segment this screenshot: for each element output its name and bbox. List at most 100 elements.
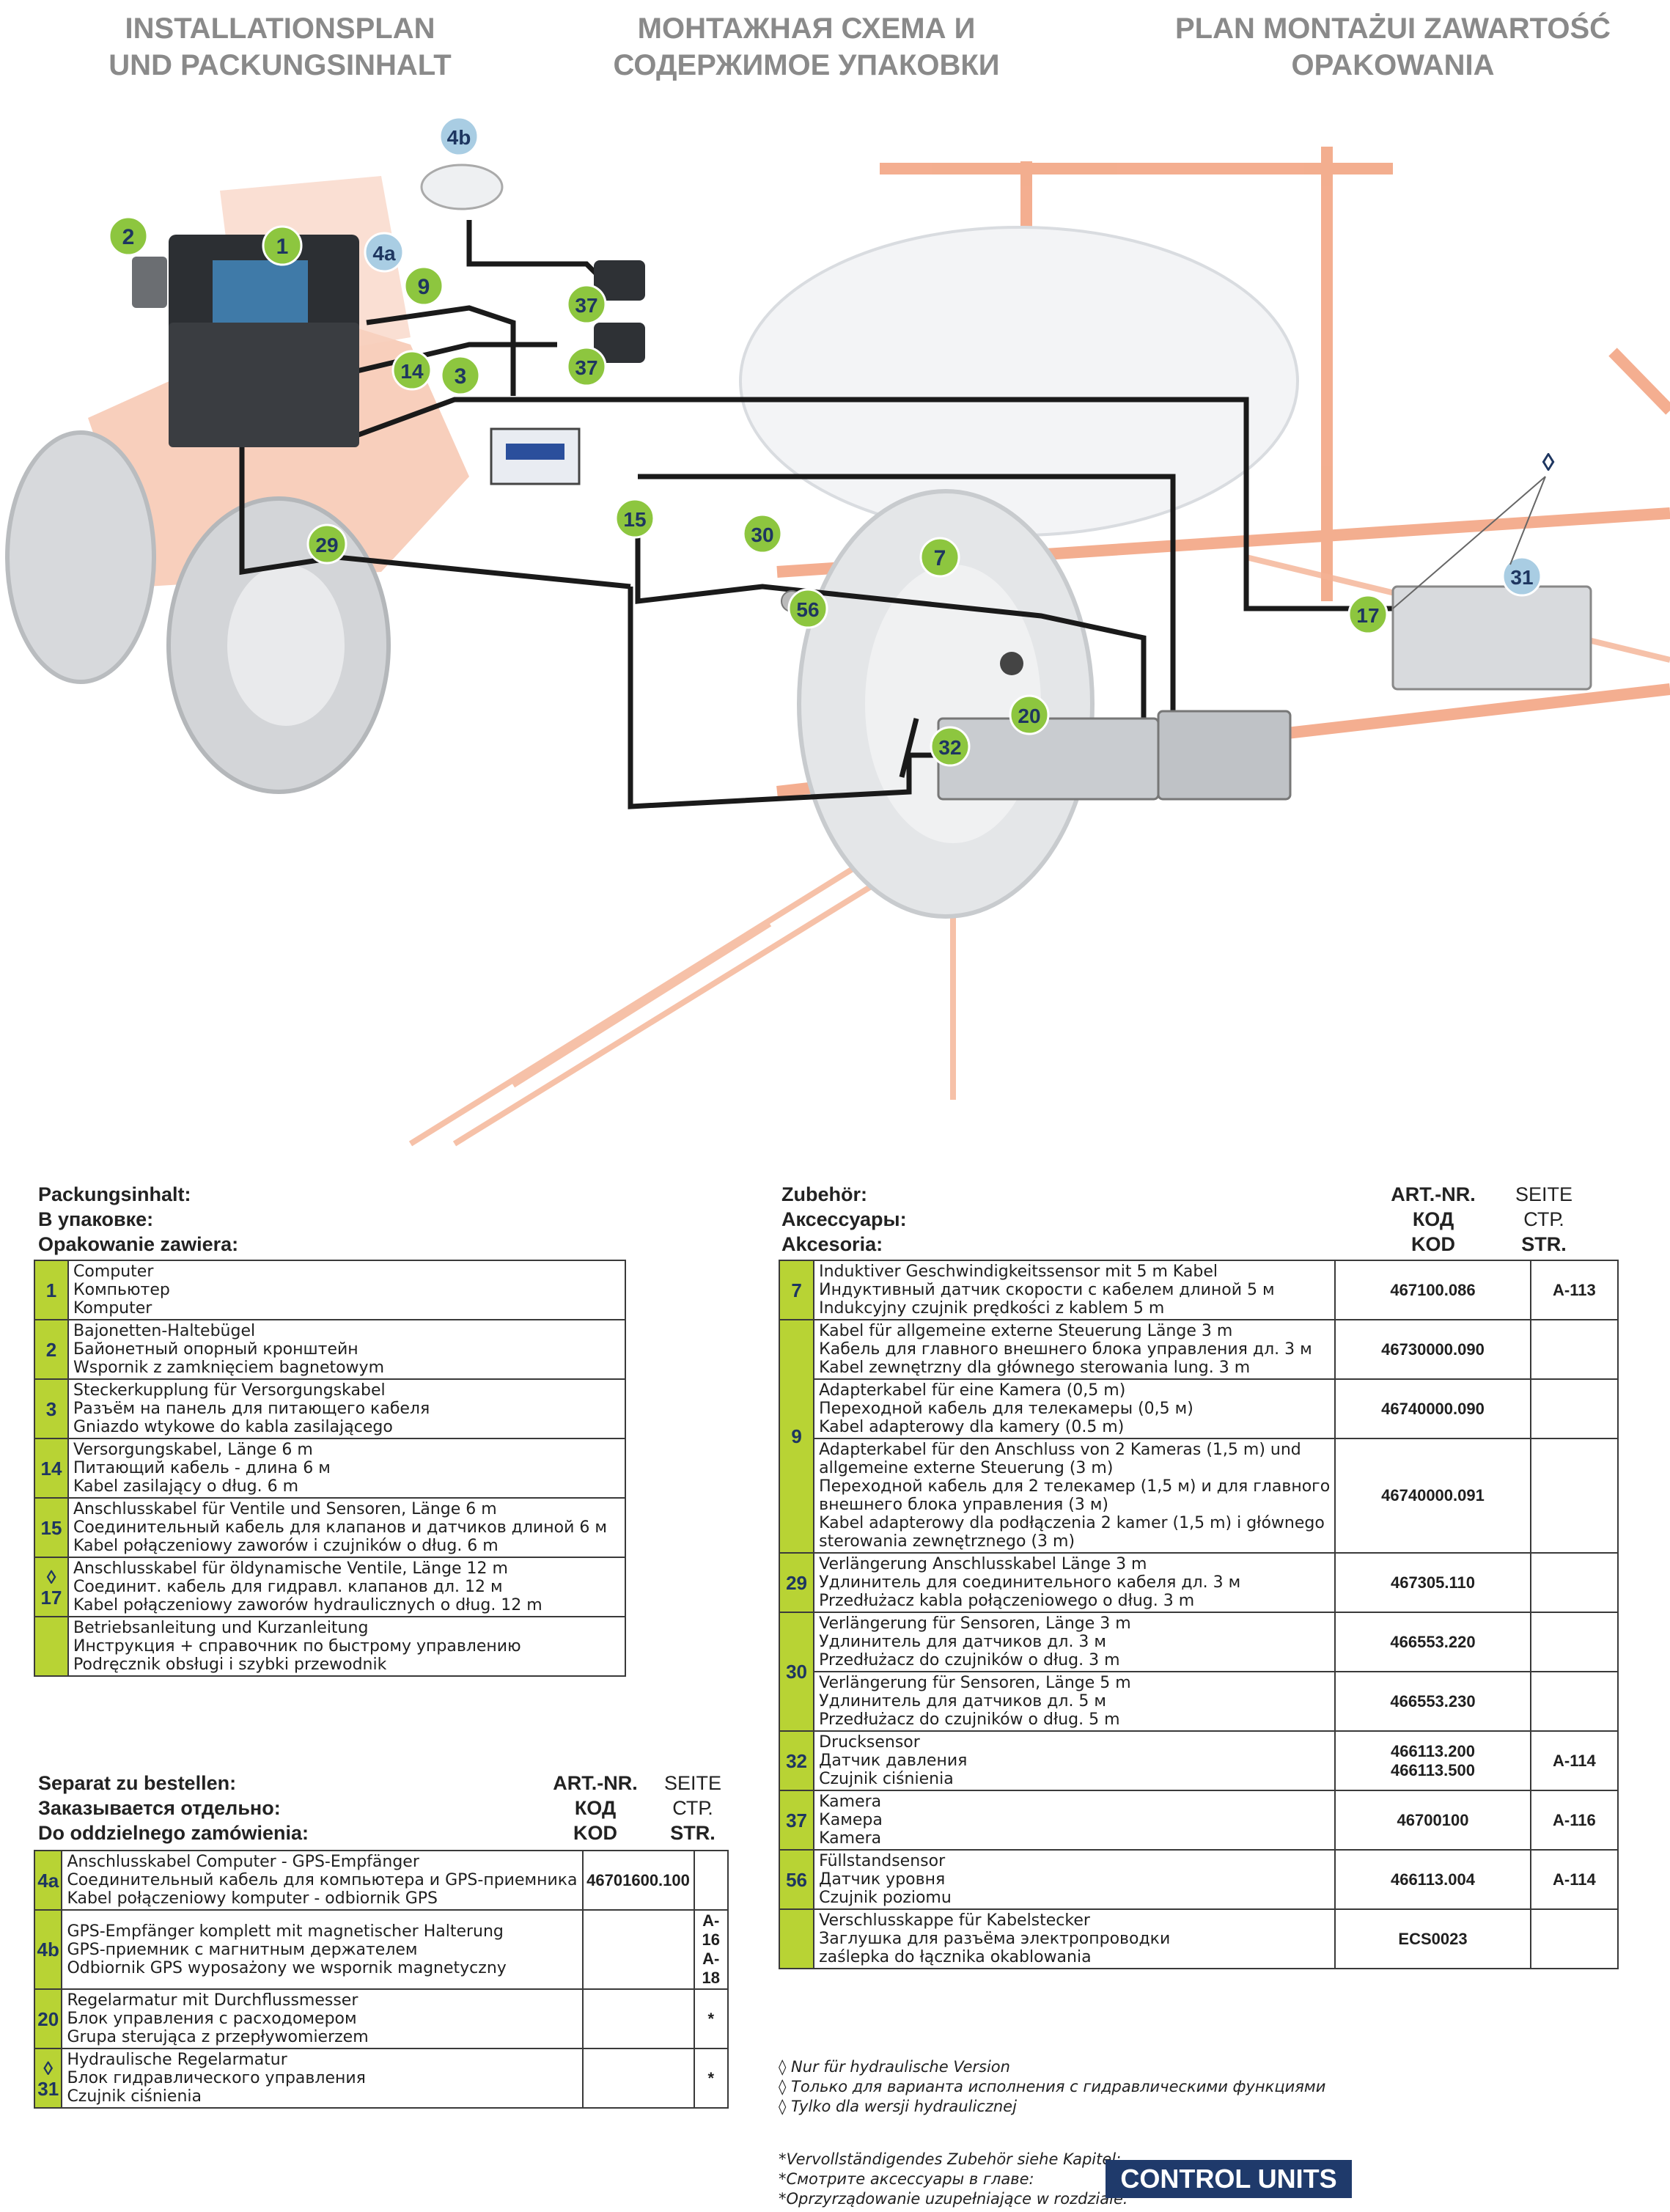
item-number-part: 31 (37, 2077, 59, 2100)
description-line: Computer (73, 1263, 154, 1281)
article-number: 467100.086 (1334, 1260, 1531, 1320)
page-reference (693, 1850, 729, 1911)
item-number: ◊31 (33, 2048, 63, 2109)
callout-leaders (1392, 476, 1546, 609)
accessories-page-header: SEITE СТР. STR. (1500, 1182, 1588, 1257)
installation-diagram: 2 1 4a 4b 9 37 37 14 3 29 15 30 7 56 20 … (5, 116, 1670, 1147)
item-number-part: 2 (45, 1338, 57, 1361)
svg-text:56: 56 (796, 598, 819, 621)
svg-text:15: 15 (623, 508, 646, 531)
description-line: Adapterkabel für eine Kamera (0,5 m) (819, 1381, 1126, 1400)
callout-2: 2 (108, 216, 149, 257)
gps-receiver (420, 163, 504, 210)
col-line: SEITE (1515, 1183, 1573, 1205)
description-line: zaślepka do łącznika okablowania (819, 1948, 1092, 1966)
description-line: Versorgungskabel, Länge 6 m (73, 1441, 313, 1459)
svg-text:7: 7 (934, 546, 946, 570)
page-reference-line: A-116 (1553, 1810, 1596, 1829)
callout-37-bottom: 37 (566, 346, 607, 387)
item-number-part: 3 (45, 1397, 57, 1420)
article-number: 467305.110 (1334, 1552, 1531, 1613)
description-line: Kabel zewnętrzny dla głównego sterowania… (819, 1359, 1251, 1377)
battery-label (506, 444, 564, 460)
svg-text:30: 30 (751, 523, 773, 546)
page-reference (1529, 1319, 1619, 1380)
description-line: Kabel adapterowy dla podłączenia 2 kamer… (819, 1514, 1325, 1532)
header-ru: МОНТАЖНАЯ СХЕМА И СОДЕРЖИМОЕ УПАКОВКИ (572, 10, 1041, 84)
packaging-title-line: Opakowanie zawiera: (38, 1233, 239, 1255)
description-line: Czujnik ciśnienia (67, 2087, 202, 2106)
control-units-badge[interactable]: CONTROL UNITS (1106, 2160, 1352, 2198)
item-number: 15 (34, 1497, 69, 1558)
separate-page-header: SEITE СТР. STR. (658, 1771, 727, 1845)
sprayer-tank (739, 226, 1299, 537)
item-description: Anschlusskabel für Ventile und Sensoren,… (67, 1497, 626, 1558)
item-number-part: 20 (37, 2007, 59, 2030)
description-line: Блок управления с расходомером (67, 2010, 357, 2028)
description-line: GPS-Empfänger komplett mit magnetischer … (67, 1922, 504, 1941)
description-line: Komputer (73, 1299, 152, 1318)
item-number-part: 30 (786, 1661, 808, 1683)
description-line: Wspornik z zamknięciem bagnetowym (73, 1359, 385, 1377)
page-reference: A-114 (1529, 1730, 1619, 1791)
separate-title: Separat zu bestellen: Заказывается отдел… (38, 1771, 309, 1845)
page-reference (1529, 1671, 1619, 1732)
col-line: KOD (1411, 1233, 1455, 1255)
computer-screen (213, 260, 308, 330)
page-reference (1529, 1378, 1619, 1439)
callout-15: 15 (614, 498, 655, 539)
description-line: Заглушка для разъёма электропроводки (819, 1930, 1171, 1948)
table-row: Adapterkabel für den Anschluss von 2 Kam… (779, 1438, 1619, 1554)
accessories-title-line: Akcesoria: (781, 1233, 883, 1255)
item-number-part: 7 (791, 1279, 802, 1301)
col-line: KOD (573, 1822, 617, 1844)
page-reference-line: A-16 (702, 1911, 720, 1949)
item-description: GPS-Empfänger komplett mit magnetischer … (61, 1909, 584, 1990)
chapter-note: *Смотрите аксессуары в главе: (779, 2170, 1034, 2188)
description-line: Anschlusskabel Computer - GPS-Empfänger (67, 1853, 419, 1871)
svg-text:29: 29 (315, 534, 338, 556)
packaging-title-line: В упаковке: (38, 1208, 154, 1230)
item-number-part: 56 (786, 1868, 808, 1891)
description-line: Соединительный кабель для клапанов и дат… (73, 1518, 607, 1537)
callout-17: 17 (1347, 594, 1388, 635)
item-number: 20 (33, 1988, 63, 2049)
description-line: Кабель для главного внешнего блока управ… (819, 1340, 1312, 1359)
col-line: КОД (1412, 1208, 1454, 1230)
description-line: Kabel für allgemeine externe Steuerung L… (819, 1322, 1233, 1340)
accessories-title-line: Аксессуары: (781, 1208, 907, 1230)
description-line: Датчик уровня (819, 1870, 946, 1889)
callout-4b: 4b (438, 116, 479, 157)
chapter-notes: *Vervollständigendes Zubehör siehe Kapit… (779, 2150, 1128, 2209)
item-number (778, 1908, 815, 1969)
header-line: INSTALLATIONSPLAN (125, 12, 435, 45)
description-line: Удлинитель для соединительного кабеля дл… (819, 1573, 1241, 1592)
description-line: Удлинитель для датчиков дл. 5 м (819, 1692, 1107, 1711)
description-line: Drucksensor (819, 1733, 920, 1752)
article-number-line: 466553.230 (1390, 1691, 1476, 1711)
item-number-part: 4a (37, 1869, 59, 1892)
description-line: Компьютер (73, 1281, 170, 1299)
svg-text:3: 3 (455, 364, 467, 389)
tractor-front-wheel (5, 430, 156, 684)
article-number: ECS0023 (1334, 1908, 1531, 1969)
item-description: Kabel für allgemeine externe Steuerung L… (813, 1319, 1336, 1380)
description-line: Verlängerung für Sensoren, Länge 5 m (819, 1674, 1131, 1692)
valve-block (937, 717, 1160, 801)
description-line: Indukcyjny czujnik prędkości z kablem 5 … (819, 1299, 1165, 1318)
article-number-line: ECS0023 (1398, 1929, 1468, 1948)
item-number: 3 (34, 1378, 69, 1439)
description-line: Блок гидравлического управления (67, 2069, 366, 2087)
description-line: Kamera (819, 1793, 882, 1811)
article-number-line: 46701600.100 (586, 1870, 690, 1889)
article-number-line: 46740000.090 (1381, 1399, 1485, 1418)
